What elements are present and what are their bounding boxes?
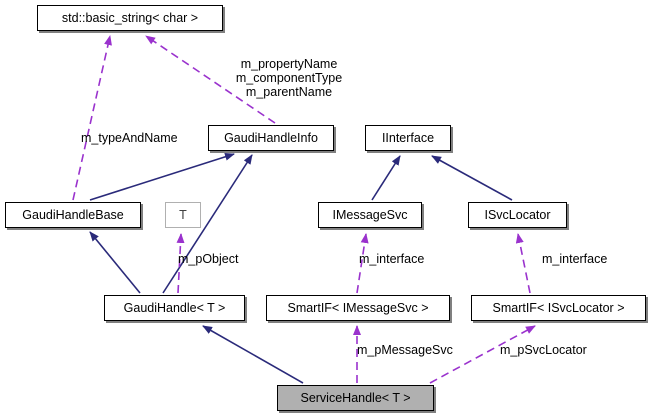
edge-m-interface-isvclocator (515, 233, 531, 294)
edge-label-m-type-and-name: m_typeAndName (81, 131, 178, 145)
edge-m-interface-imessagesvc (356, 233, 369, 294)
node-gaudihandleinfo[interactable]: GaudiHandleInfo (208, 125, 334, 151)
edge-label-m-pmessagesvc: m_pMessageSvc (357, 343, 453, 357)
edge-imessagesvc-inherits-iinterface (371, 155, 401, 201)
node-t[interactable]: T (165, 202, 201, 228)
edge-label-m-pobject: m_pObject (178, 252, 239, 266)
edge-m-psvclocator (429, 325, 536, 384)
edge-gaudihandle-inherits-gaudihandlebase (89, 231, 141, 294)
node-servicehandle-t[interactable]: ServiceHandle< T > (277, 385, 434, 411)
node-smartif-imessagesvc[interactable]: SmartIF< IMessageSvc > (266, 295, 450, 321)
node-std-basic-string[interactable]: std::basic_string< char > (37, 5, 223, 31)
node-gaudihandle-t[interactable]: GaudiHandle< T > (104, 295, 245, 321)
node-gaudihandlebase[interactable]: GaudiHandleBase (5, 202, 141, 228)
edge-label-m-psvclocator: m_pSvcLocator (500, 343, 587, 357)
node-smartif-isvclocator[interactable]: SmartIF< ISvcLocator > (471, 295, 646, 321)
edge-label-m-interface-left: m_interface (359, 252, 425, 266)
node-iinterface[interactable]: IInterface (365, 125, 451, 151)
edge-m-pobject (176, 233, 185, 294)
edge-gaudihandlebase-inherits-gaudihandleinfo (89, 152, 235, 201)
edge-m-type-and-name (72, 35, 112, 201)
node-isvclocator[interactable]: ISvcLocator (468, 202, 567, 228)
node-imessagesvc[interactable]: IMessageSvc (318, 202, 422, 228)
edge-gaudihandle-inherits-gaudihandleinfo (162, 154, 253, 294)
edge-label-m-interface-right: m_interface (542, 252, 608, 266)
edge-label-string-fields: m_propertyName m_componentType m_parentN… (235, 57, 343, 99)
edge-servicehandle-inherits-gaudihandle (202, 325, 304, 384)
edge-isvclocator-inherits-iinterface (431, 155, 513, 201)
